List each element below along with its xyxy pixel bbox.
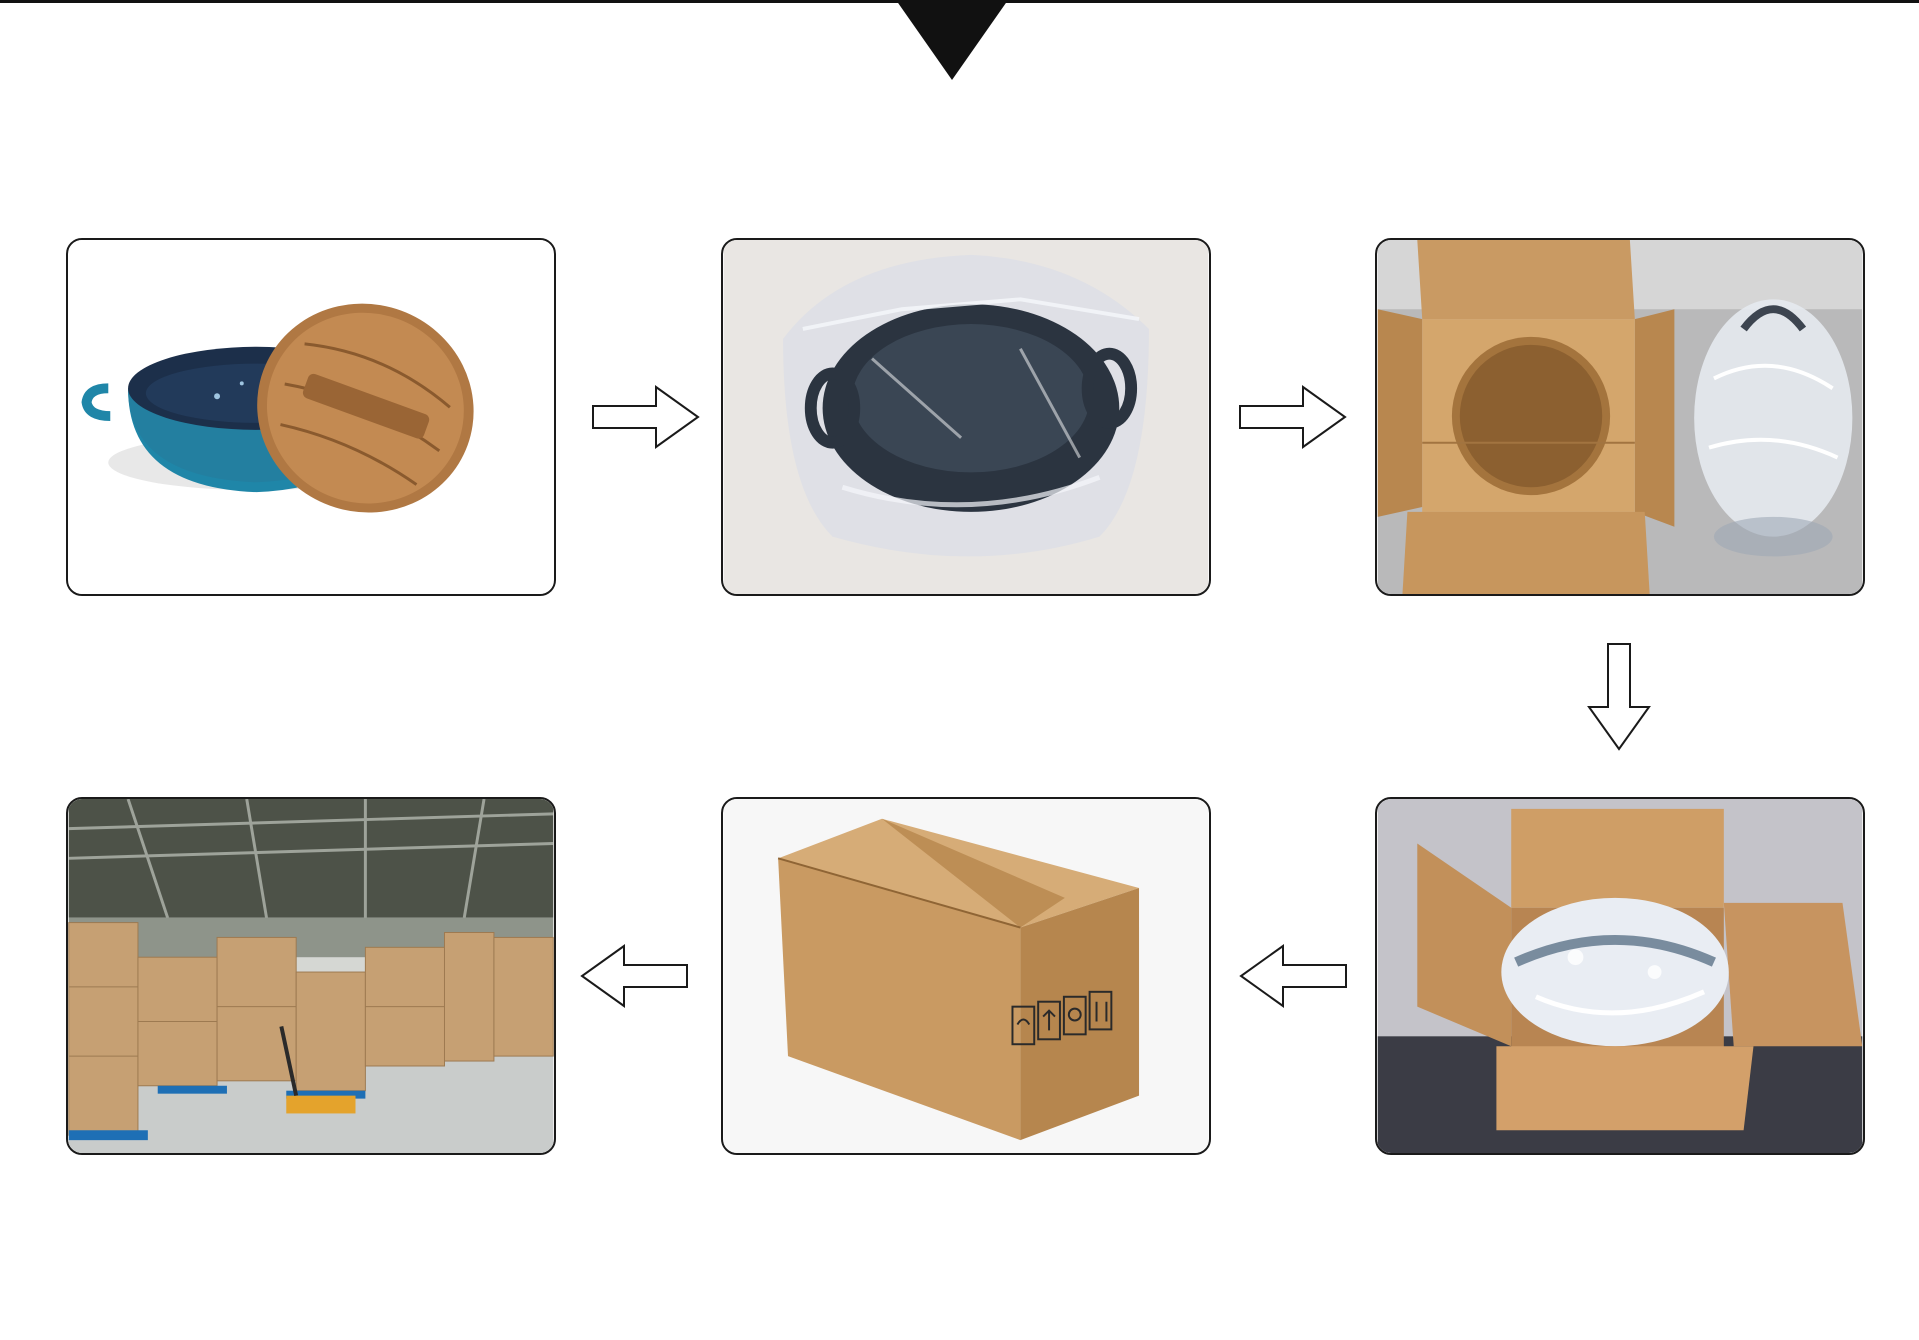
flow-arrow-down [1586,641,1652,753]
pot-in-plastic-bag-icon [723,240,1209,594]
step-3-carton-insert-photo [1375,238,1865,596]
flow-arrow-left-1 [1237,943,1349,1009]
step-6-warehouse-photo [66,797,556,1155]
arrow-right-icon [592,385,700,449]
top-pointer-triangle [896,0,1008,80]
flow-arrow-left-2 [578,943,690,1009]
open-carton-with-insert-icon [1377,240,1863,594]
warehouse-icon [68,799,554,1153]
flow-arrow-right-1 [590,384,702,450]
flow-arrow-right-2 [1237,384,1349,450]
sealed-carton-box-icon [723,799,1209,1153]
step-5-sealed-carton-photo [721,797,1211,1155]
step-1-product-photo [66,238,556,596]
enamel-pot-with-wooden-lid-icon [68,240,554,594]
arrow-left-icon [580,944,688,1008]
pot-in-bubble-wrap-in-carton-icon [1377,799,1863,1153]
handling-symbols-icon [1011,990,1113,1046]
step-2-plastic-bag-photo [721,238,1211,596]
arrow-right-icon [1239,385,1347,449]
step-4-bubble-wrap-carton-photo [1375,797,1865,1155]
arrow-left-icon [1239,944,1347,1008]
arrow-down-icon [1587,643,1651,751]
